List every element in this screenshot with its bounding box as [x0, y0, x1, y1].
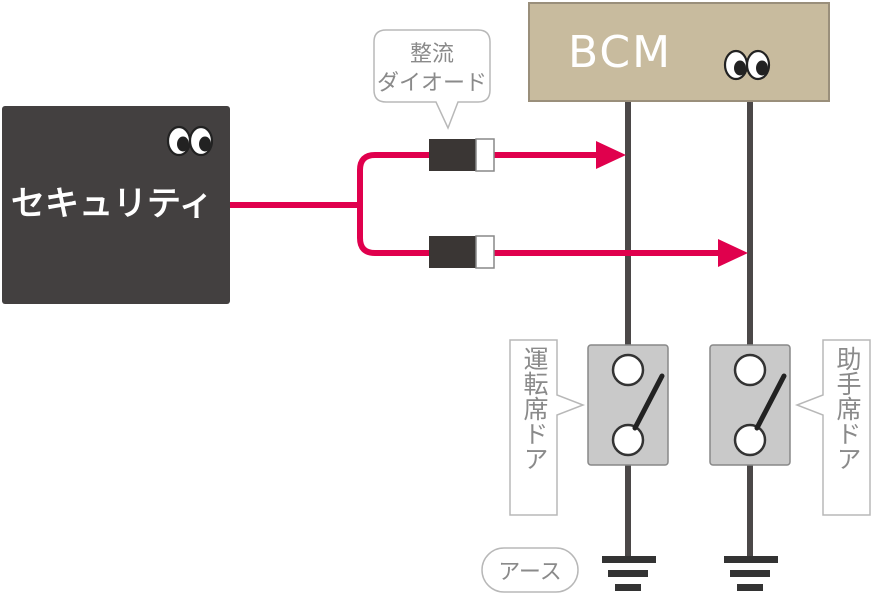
security-label: セキュリティ: [11, 184, 213, 224]
driver-door-callout-bubble: [509, 339, 586, 516]
signal-arrow-to-left-bus: [596, 141, 626, 169]
passenger-door-switch: [709, 344, 791, 466]
passenger-door-label: 助手席ドア: [833, 346, 862, 471]
bcm-label: BCM: [568, 27, 672, 78]
ground-callout-bubble: [481, 547, 579, 593]
passenger-door-callout-bubble: [794, 339, 871, 516]
signal-wire-lower: [357, 205, 722, 256]
signal-arrow-to-right-bus: [718, 239, 748, 267]
driver-door-label: 運転席ドア: [520, 346, 549, 471]
signal-wire-upper: [357, 152, 600, 205]
diode-callout-line1: 整流: [410, 42, 454, 67]
diode-lower-icon: [429, 235, 495, 269]
diode-callout-bubble: [373, 29, 491, 130]
ground-symbol-left: [602, 556, 656, 591]
security-module-box: [2, 106, 230, 304]
bcm-box: [528, 2, 830, 102]
diode-upper-icon: [429, 138, 495, 172]
driver-door-switch: [587, 344, 669, 466]
diode-callout-line2: ダイオード: [377, 71, 487, 96]
ground-symbol-right: [724, 556, 778, 591]
ground-callout-label: アース: [498, 560, 562, 585]
